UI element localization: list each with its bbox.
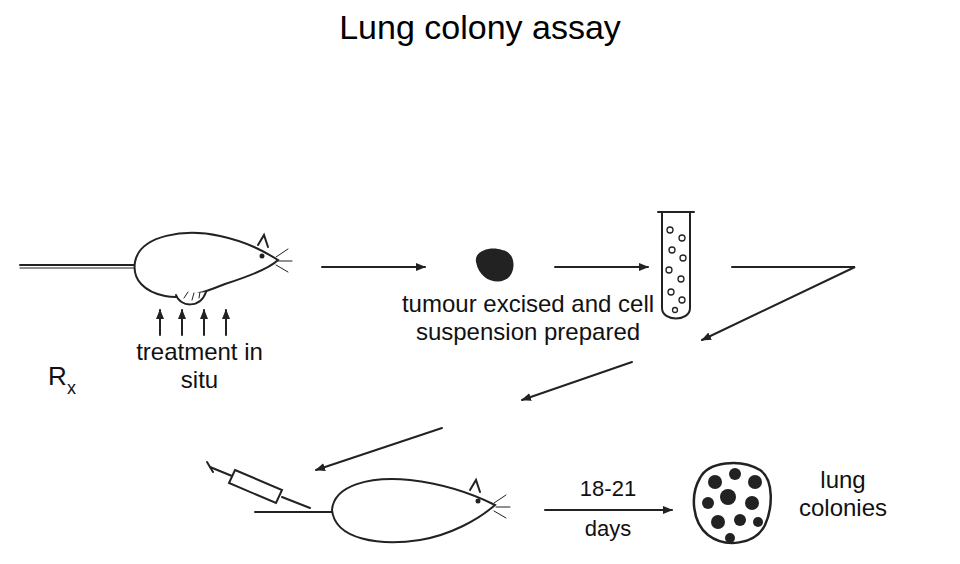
- time-label: days: [568, 516, 648, 541]
- result-label: lung colonies: [778, 466, 908, 521]
- diagram-title: Lung colony assay: [180, 8, 780, 47]
- flow-arrow: [545, 509, 672, 511]
- flow-arrow: [322, 266, 425, 268]
- time-label: 18-21: [568, 476, 648, 501]
- treated-mouse: [20, 233, 292, 304]
- treatment-label: treatment in situ: [132, 338, 267, 393]
- syringe: [207, 462, 310, 508]
- recipient-mouse: [255, 479, 510, 542]
- flow-arrow: [316, 428, 442, 470]
- test-tube: [658, 212, 694, 319]
- rx-subscript: x: [67, 378, 76, 399]
- rx-symbol: R: [48, 362, 67, 392]
- step-label: tumour excised and cell suspension prepa…: [378, 290, 678, 345]
- tumour: [476, 249, 514, 282]
- lung: [694, 463, 771, 543]
- treatment-arrows: [160, 310, 226, 335]
- flow-arrow: [702, 267, 855, 340]
- flow-arrow: [522, 362, 632, 400]
- flow-arrow: [555, 266, 648, 268]
